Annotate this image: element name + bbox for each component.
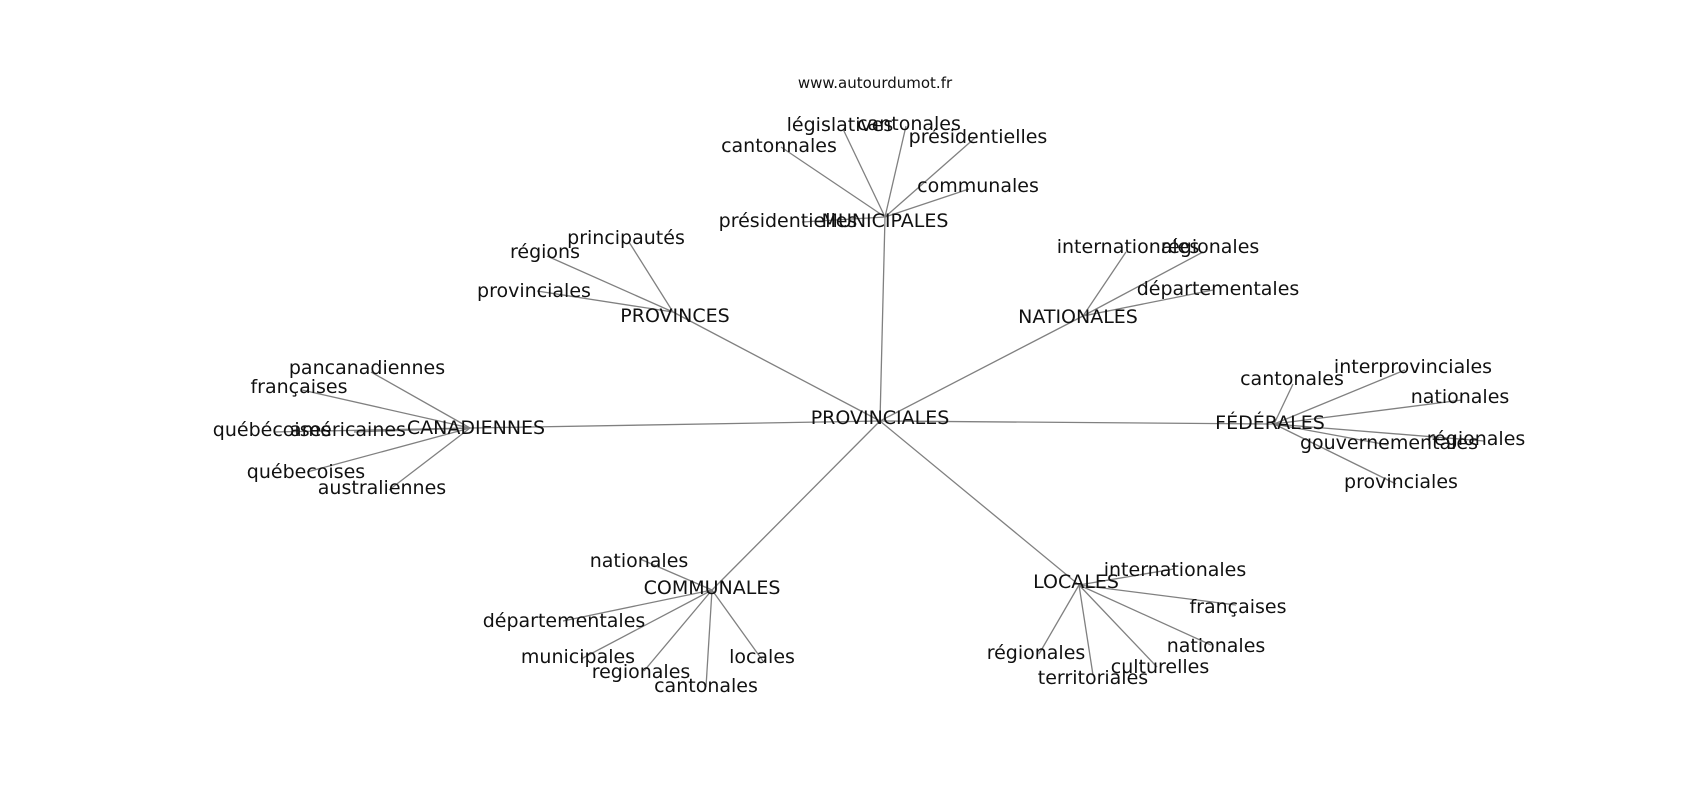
leaf-node-label: régions xyxy=(510,241,580,263)
leaf-node-label: législatives xyxy=(787,114,894,136)
leaf-node-label: internationales xyxy=(1104,559,1247,581)
source-credit: www.autourdumot.fr xyxy=(798,74,953,92)
leaf-node-label: présidentielles xyxy=(909,126,1048,148)
leaf-node-label: regionales xyxy=(592,661,691,683)
edge-municipales-leaf xyxy=(801,216,886,223)
edge-municipales-leaf xyxy=(884,125,907,218)
edge-center-to-communales xyxy=(711,420,881,591)
leaf-node-label: françaises xyxy=(1189,596,1286,618)
edge-provinces-leaf xyxy=(546,255,674,313)
edge-municipales-leaf xyxy=(884,136,977,218)
labels-layer: www.autourdumot.fr législativescantonale… xyxy=(213,74,1526,697)
edge-locales-leaf xyxy=(1078,584,1158,668)
edge-provinces-leaf xyxy=(628,241,674,313)
edge-canadiennes-leaf xyxy=(353,427,471,433)
edge-provinces-leaf xyxy=(536,290,674,313)
leaf-node-label: départementales xyxy=(1137,278,1300,300)
edge-municipales-leaf xyxy=(780,146,886,218)
edge-center-to-provinces xyxy=(672,311,881,422)
edge-locales-leaf xyxy=(1078,568,1175,586)
leaf-node-label: municipales xyxy=(521,646,635,668)
hub-node-federales: FÉDÉRALES xyxy=(1215,411,1325,434)
edge-federales-leaf xyxy=(1273,423,1485,442)
hub-node-locales: LOCALES xyxy=(1033,571,1119,593)
edge-communales-leaf xyxy=(639,558,713,591)
leaf-node-label: cantonales xyxy=(857,113,961,135)
hub-node-communales: COMMUNALES xyxy=(644,577,781,599)
edge-federales-leaf xyxy=(1273,399,1463,425)
leaf-node-label: présidentielles xyxy=(719,210,858,232)
edge-canadiennes-leaf xyxy=(301,389,471,429)
hub-node-provinces: PROVINCES xyxy=(620,305,729,327)
leaf-node-label: provinciales xyxy=(1344,471,1458,493)
leaf-node-label: françaises xyxy=(250,376,347,398)
edge-communales-leaf xyxy=(711,589,764,662)
center-node: PROVINCIALES xyxy=(811,407,950,429)
leaf-node-label: cantonales xyxy=(1240,368,1344,390)
leaf-node-label: nationales xyxy=(1411,386,1510,408)
edge-canadiennes-leaf xyxy=(388,427,471,491)
leaf-node-label: régionales xyxy=(987,642,1086,664)
leaf-node-label: pancanadiennes xyxy=(289,357,445,379)
edge-locales-leaf xyxy=(1078,584,1237,606)
edge-nationales-leaf xyxy=(1082,289,1214,317)
edge-center-to-municipales xyxy=(879,216,886,422)
leaf-node-label: régionales xyxy=(1161,236,1260,258)
edge-canadiennes-leaf xyxy=(370,371,471,429)
edge-federales-leaf xyxy=(1273,423,1397,485)
edge-municipales-leaf xyxy=(884,188,970,218)
edge-communales-leaf xyxy=(643,589,713,672)
leaf-node-label: communales xyxy=(917,175,1039,197)
leaf-node-label: locales xyxy=(729,646,795,668)
edges-layer xyxy=(273,125,1485,688)
leaf-node-label: québécoises xyxy=(213,419,331,441)
leaf-node-label: gouvernementales xyxy=(1300,432,1478,454)
leaf-node-label: départementales xyxy=(483,610,646,632)
edge-center-to-federales xyxy=(879,420,1275,425)
leaf-node-label: principautés xyxy=(567,227,685,249)
edge-federales-leaf xyxy=(1273,423,1389,446)
edge-locales-leaf xyxy=(1038,584,1080,655)
leaf-node-label: américaines xyxy=(290,419,406,441)
leaf-node-label: nationales xyxy=(1167,635,1266,657)
edge-communales-leaf xyxy=(705,589,713,688)
hub-node-nationales: NATIONALES xyxy=(1018,306,1138,328)
edge-center-to-canadiennes xyxy=(469,420,881,429)
leaf-node-label: territoriales xyxy=(1038,667,1148,689)
leaf-node-label: nationales xyxy=(590,550,689,572)
leaf-node-label: provinciales xyxy=(477,280,591,302)
edge-municipales-leaf xyxy=(842,128,886,218)
edge-center-to-locales xyxy=(879,420,1080,586)
edge-center-to-nationales xyxy=(879,315,1084,422)
edge-canadiennes-leaf xyxy=(306,427,471,473)
edge-nationales-leaf xyxy=(1082,251,1127,317)
edge-locales-leaf xyxy=(1078,584,1212,646)
leaf-node-label: interprovinciales xyxy=(1334,356,1492,378)
edge-communales-leaf xyxy=(580,589,713,660)
leaf-node-label: culturelles xyxy=(1111,656,1210,678)
edge-locales-leaf xyxy=(1078,584,1094,676)
edge-federales-leaf xyxy=(1273,383,1294,425)
edge-communales-leaf xyxy=(562,589,713,622)
leaf-node-label: cantonales xyxy=(654,675,758,697)
leaf-node-label: québecoises xyxy=(247,461,365,483)
edge-federales-leaf xyxy=(1273,369,1406,425)
leaf-node-label: australiennes xyxy=(318,477,446,499)
leaf-node-label: régionales xyxy=(1427,428,1526,450)
hub-node-canadiennes: CANADIENNES xyxy=(407,417,545,439)
hub-node-municipales: MUNICIPALES xyxy=(822,210,949,232)
leaf-node-label: internationales xyxy=(1057,236,1200,258)
leaf-node-label: cantonnales xyxy=(721,135,837,157)
edge-nationales-leaf xyxy=(1082,251,1204,317)
